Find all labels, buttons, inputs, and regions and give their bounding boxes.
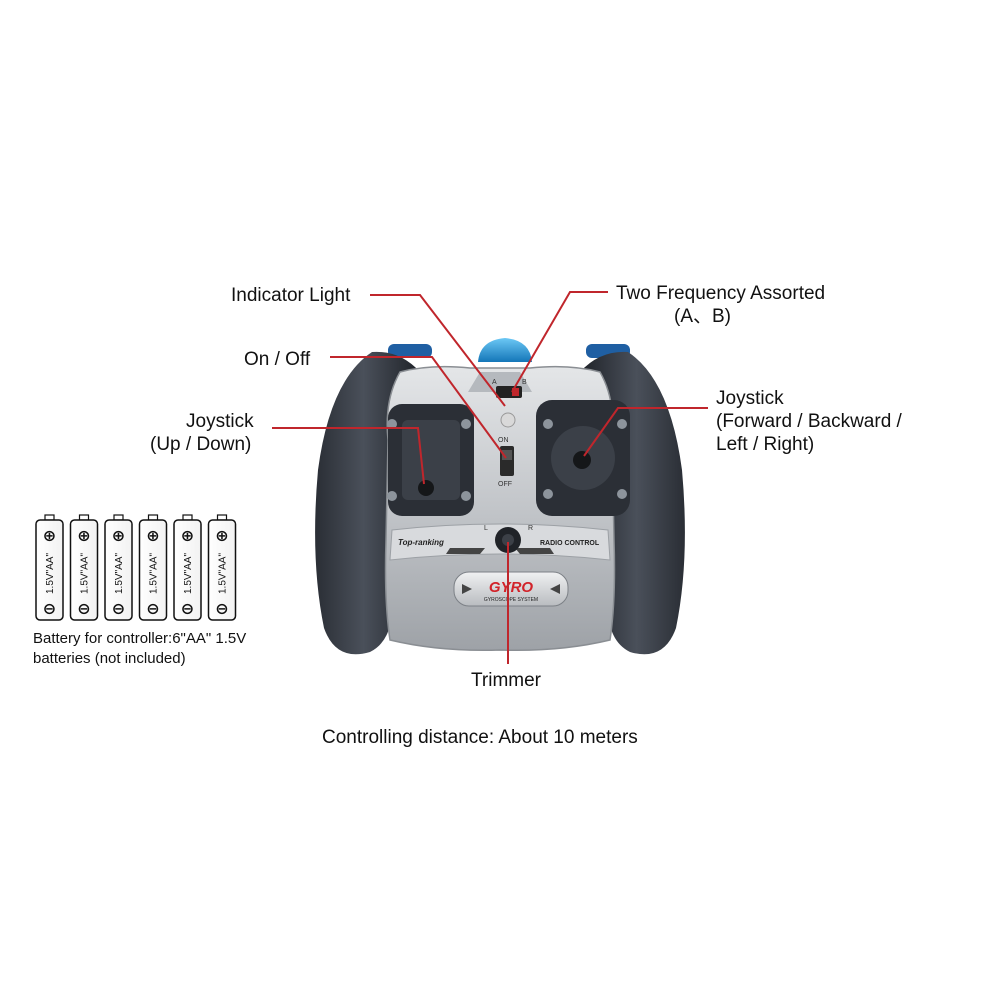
- right-joystick-well: [536, 400, 630, 516]
- label-right-joystick-sub2: Left / Right): [716, 434, 815, 455]
- label-two-frequency: Two Frequency Assorted: [616, 283, 826, 304]
- battery-cell: ⊕ ⊖ 1.5V"AA": [104, 514, 133, 621]
- left-shoulder-button[interactable]: [388, 344, 432, 358]
- trim-l-label: L: [484, 525, 488, 532]
- label-indicator-light: Indicator Light: [231, 285, 351, 306]
- label-trimmer: Trimmer: [471, 670, 541, 691]
- battery-body: [138, 519, 168, 621]
- left-joystick-well: [387, 404, 474, 516]
- leader-on-off: [330, 356, 507, 459]
- battery-row: ⊕ ⊖ 1.5V"AA" ⊕ ⊖ 1.5V"AA" ⊕ ⊖ 1.5V"AA" ⊕ ⊖ 1.5V"AA"…: [35, 514, 237, 621]
- label-two-frequency-sub: (A、B): [674, 306, 732, 327]
- label-on-off: On / Off: [244, 349, 311, 370]
- battery-cell-label: 1.5V"AA": [183, 553, 194, 594]
- right-joystick-stick[interactable]: [573, 451, 591, 469]
- brand-right-text: RADIO CONTROL: [540, 540, 600, 547]
- leader-indicator-light: [370, 294, 506, 407]
- battery-plus-icon: ⊕: [146, 526, 159, 545]
- label-left-joystick-sub: (Up / Down): [150, 434, 252, 455]
- battery-cell: ⊕ ⊖ 1.5V"AA": [69, 514, 99, 621]
- gyro-plate: GYRO GYROSCOPE SYSTEM: [453, 571, 569, 607]
- battery-plus-icon: ⊕: [77, 526, 90, 545]
- battery-cell-label: 1.5V"AA": [149, 553, 160, 594]
- battery-minus-icon: ⊖: [112, 599, 125, 618]
- left-joystick-stick[interactable]: [418, 480, 434, 496]
- leader-frequency: [511, 291, 608, 393]
- battery-cell: ⊕ ⊖ 1.5V"AA": [173, 514, 202, 621]
- switch-off-label: OFF: [498, 481, 512, 488]
- battery-body: [35, 519, 64, 621]
- battery-minus-icon: ⊖: [215, 599, 228, 618]
- battery-minus-icon: ⊖: [77, 599, 90, 618]
- switch-on-label: ON: [498, 437, 509, 444]
- gyro-logo-text: GYRO: [489, 579, 534, 596]
- freq-b-label: B: [522, 379, 527, 386]
- battery-cell-label: 1.5V"AA": [80, 553, 91, 594]
- battery-plus-icon: ⊕: [43, 526, 56, 545]
- leader-left-joystick: [272, 427, 425, 485]
- battery-body: [104, 519, 133, 621]
- brand-left-text: Top-ranking: [398, 538, 444, 547]
- battery-cell-label: 1.5V"AA": [45, 553, 56, 594]
- battery-cell: ⊕ ⊖ 1.5V"AA": [207, 514, 237, 621]
- battery-minus-icon: ⊖: [43, 599, 56, 618]
- battery-plus-icon: ⊕: [181, 526, 194, 545]
- lower-band: Top-ranking RADIO CONTROL L R: [389, 523, 611, 561]
- battery-body: [69, 519, 99, 621]
- label-left-joystick-title: Joystick: [186, 411, 254, 432]
- battery-minus-icon: ⊖: [146, 599, 159, 618]
- battery-caption-line2: batteries (not included): [33, 650, 186, 667]
- battery-cell: ⊕ ⊖ 1.5V"AA": [35, 514, 64, 621]
- label-right-joystick-sub1: (Forward / Backward /: [716, 411, 902, 432]
- top-buttons: [388, 338, 630, 362]
- battery-caption-line1: Battery for controller:6"AA" 1.5V: [33, 630, 247, 647]
- leader-right-joystick: [583, 407, 708, 457]
- battery-minus-icon: ⊖: [181, 599, 194, 618]
- trim-r-label: R: [528, 525, 533, 532]
- indicator-light: [500, 412, 516, 428]
- battery-plus-icon: ⊕: [112, 526, 125, 545]
- battery-plus-icon: ⊕: [215, 526, 228, 545]
- label-controlling-distance: Controlling distance: About 10 meters: [322, 727, 638, 748]
- leader-lines: [272, 291, 708, 664]
- antenna-cap: [478, 338, 532, 362]
- gyro-sub-text: GYROSCOPE SYSTEM: [484, 597, 538, 603]
- label-right-joystick-title: Joystick: [716, 388, 784, 409]
- battery-cell: ⊕ ⊖ 1.5V"AA": [138, 514, 168, 621]
- battery-cell-label: 1.5V"AA": [114, 553, 125, 594]
- freq-a-label: A: [492, 379, 497, 386]
- battery-body: [173, 519, 202, 621]
- battery-cell-label: 1.5V"AA": [218, 553, 229, 594]
- battery-body: [207, 519, 237, 621]
